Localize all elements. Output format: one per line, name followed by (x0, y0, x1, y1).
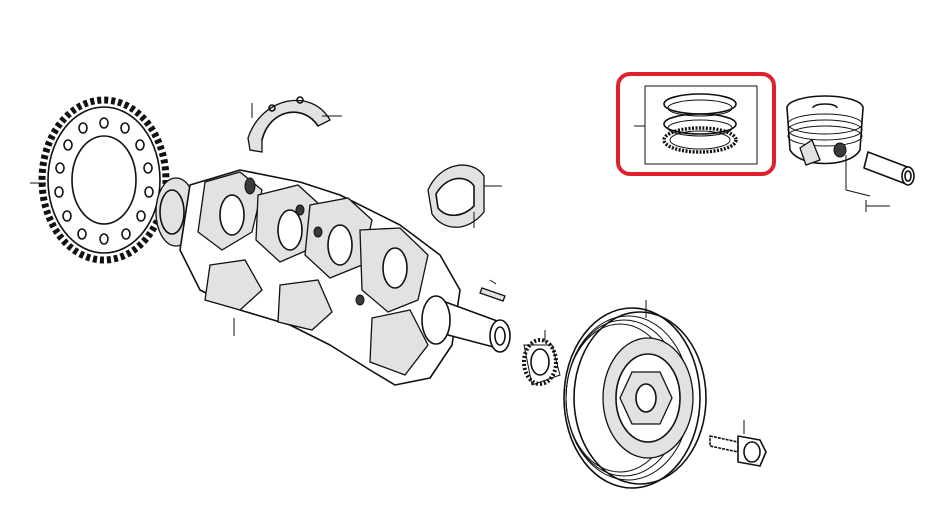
bolt-icon[interactable] (709, 420, 767, 467)
piston-ring-set[interactable] (616, 72, 776, 176)
highlight-frame (616, 72, 776, 176)
piston-ring-icon (662, 93, 738, 154)
thrust-washer-icon[interactable] (247, 96, 342, 153)
piston-icon[interactable] (786, 95, 871, 197)
bearing-shell-icon[interactable] (427, 164, 502, 228)
crankshaft-icon[interactable] (155, 169, 511, 386)
key-icon[interactable] (479, 279, 506, 302)
ring-gear-icon[interactable] (30, 96, 170, 264)
piston-pin-icon[interactable] (863, 151, 915, 212)
needle-bearing-icon[interactable] (522, 330, 561, 386)
pulley-icon[interactable] (563, 300, 707, 489)
